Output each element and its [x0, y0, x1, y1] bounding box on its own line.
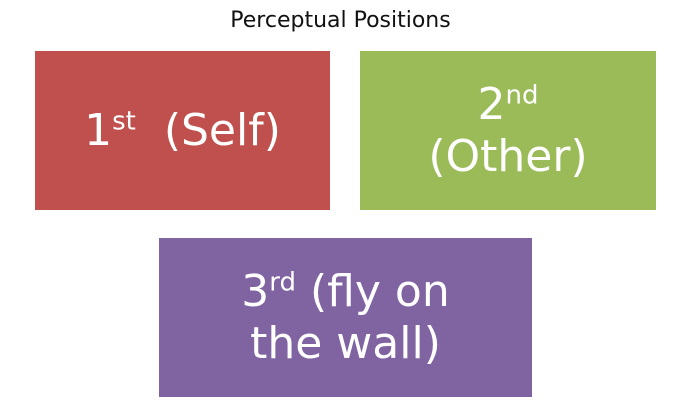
- position-second-number: 2: [477, 78, 506, 130]
- position-first-number: 1: [84, 104, 113, 156]
- position-second-label: 2nd (Other): [428, 79, 587, 183]
- position-first-name: (Self): [135, 104, 281, 156]
- position-third-number: 3: [241, 265, 270, 317]
- position-first-suffix: st: [112, 105, 136, 136]
- position-third-name-part1: (fly on: [296, 265, 450, 317]
- position-second-suffix: nd: [505, 79, 539, 110]
- position-first-label: 1st (Self): [84, 105, 281, 157]
- diagram-title: Perceptual Positions: [230, 8, 451, 33]
- position-second-name: (Other): [428, 130, 588, 182]
- position-third-line1: 3rd (fly on: [241, 266, 449, 318]
- position-third-name-part2: the wall): [250, 317, 441, 369]
- position-second-box: 2nd (Other): [360, 51, 656, 210]
- position-first-box: 1st (Self): [35, 51, 330, 210]
- position-first-line1: 1st (Self): [84, 105, 281, 157]
- position-third-suffix: rd: [269, 266, 297, 297]
- position-third-label: 3rd (fly on the wall): [241, 266, 449, 370]
- position-second-line1: 2nd: [428, 79, 587, 131]
- position-third-box: 3rd (fly on the wall): [159, 238, 532, 397]
